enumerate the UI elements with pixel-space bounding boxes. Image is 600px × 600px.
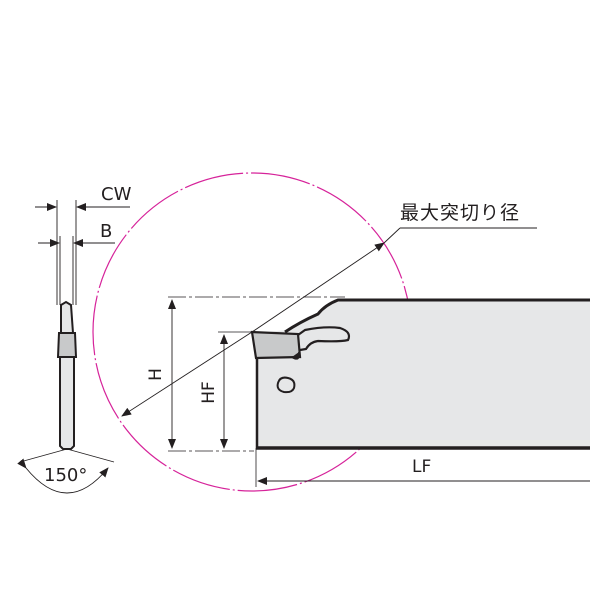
label-b: B (100, 221, 113, 242)
height-dimensions (168, 296, 345, 452)
lf-dimension (255, 448, 590, 487)
label-cw: CW (101, 184, 132, 205)
label-h: H (145, 368, 166, 381)
holder-body (250, 298, 590, 450)
blade-side-view (17, 200, 130, 494)
label-angle: 150° (44, 465, 88, 486)
max-cutoff-leader (121, 227, 537, 417)
label-lf: LF (412, 457, 432, 477)
label-hf: HF (198, 381, 219, 404)
label-max-cutoff-diameter: 最大突切り径 (400, 202, 521, 224)
